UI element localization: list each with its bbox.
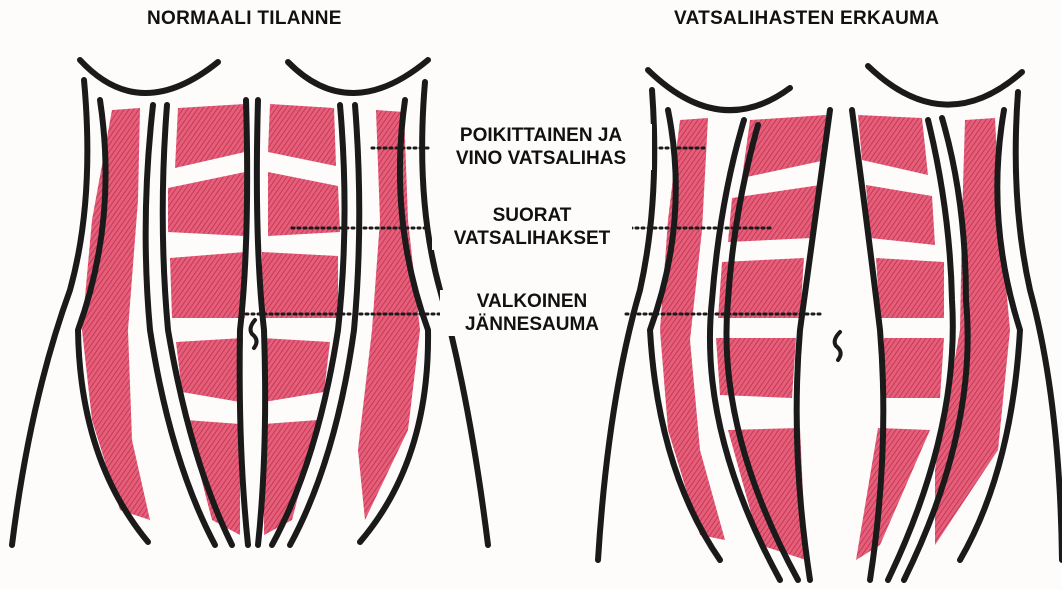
normal-figure [12,60,488,545]
linea-alba-label: VALKOINEN JÄNNESAUMA [440,290,624,336]
rectus-label-line2: VATSALIHAKSET [434,227,630,250]
diastasis-left-ribcage-outline [648,70,790,110]
oblique-label-line1: POIKITTAINEN JA [432,124,650,147]
left-oblique-muscle [82,108,150,520]
rectus-label-line1: SUORAT [434,204,630,227]
diastasis-right-outer-body-line [1016,92,1062,560]
diastasis-left-rectus-muscle [716,115,826,560]
rectus-label: SUORAT VATSALIHAKSET [432,204,632,250]
linea-alba-label-line2: JÄNNESAUMA [442,313,622,336]
navel-icon [251,320,257,348]
diastasis-navel-icon [835,332,841,360]
right-rectus-muscle [262,104,340,535]
oblique-label-line2: VINO VATSALIHAS [432,147,650,170]
diastasis-title: VATSALIHASTEN ERKAUMA [674,8,939,30]
diastasis-right-rectus-muscle [856,115,944,560]
diastasis-right-ribcage-outline [868,66,1022,105]
left-rectus-muscle [168,104,245,535]
left-ribcage-outline [80,60,218,93]
diastasis-left-midline [797,110,830,580]
right-ribcage-outline [288,60,428,93]
left-midline [240,100,248,545]
normal-title: NORMAALI TILANNE [147,8,342,30]
diastasis-figure [598,66,1062,580]
left-outer-body-line [12,80,87,545]
oblique-label: POIKITTAINEN JA VINO VATSALIHAS [430,124,652,170]
right-midline [257,100,265,545]
linea-alba-label-line1: VALKOINEN [442,290,622,313]
diastasis-left-oblique-muscle [660,118,725,540]
